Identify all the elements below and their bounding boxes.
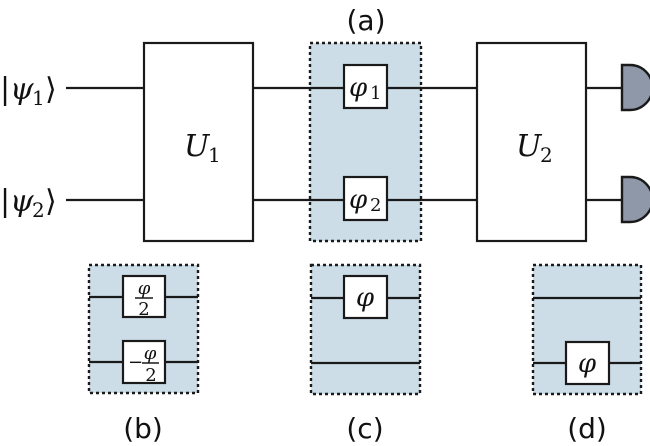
phase-gate-phi1-box [342,63,389,110]
svg-text:φ: φ [349,185,368,215]
panel-d-box [531,263,643,396]
svg-text:−: − [128,352,143,373]
phase-gate-phi2-box [342,175,389,222]
unitary-u1-box [142,41,255,243]
panel-b-gate-bottom: − φ 2 [121,339,167,386]
panel-b: φ 2 − φ 2 (b) [87,263,200,445]
svg-text:|: | [0,72,10,107]
svg-text:2: 2 [370,195,381,216]
unitary-u2-box [475,41,588,243]
panel-d: φ (d) [531,263,643,445]
svg-text:φ: φ [349,73,368,103]
input-state-psi2: | ψ 2 ⟩ [0,184,57,222]
svg-text:φ: φ [138,278,151,299]
svg-text:1: 1 [370,83,381,104]
svg-text:φ: φ [144,343,157,364]
detector-2-icon [620,175,650,224]
svg-text:|: | [0,184,10,219]
svg-text:ψ: ψ [10,72,34,107]
svg-text:ψ: ψ [10,184,34,219]
svg-text:2: 2 [32,198,45,222]
phase-gate-phi2: φ 2 [342,175,389,222]
svg-text:⟩: ⟩ [45,184,57,219]
unitary-u2: U 2 [475,41,588,243]
panel-c-gate-top: φ [342,274,389,320]
svg-text:1: 1 [32,86,45,110]
svg-text:2: 2 [138,299,149,320]
svg-text:U: U [516,129,543,164]
panel-d-label: (d) [567,412,607,445]
panel-b-gate-top: φ 2 [121,274,167,320]
svg-text:2: 2 [540,143,553,167]
svg-text:U: U [184,129,211,164]
panel-d-gate-bottom: φ [564,340,611,386]
unitary-u1: U 1 [142,41,255,243]
panel-b-label: (b) [123,412,163,445]
phase-gate-phi1: φ 1 [342,63,389,110]
panel-a-label: (a) [346,4,385,37]
input-state-psi1: | ψ 1 ⟩ [0,72,57,110]
panel-c-label: (c) [346,412,383,445]
detector-1-icon [620,63,650,112]
svg-text:φ: φ [578,349,597,379]
svg-text:φ: φ [356,283,375,313]
panel-c: φ (c) [309,263,422,445]
svg-text:⟩: ⟩ [45,72,57,107]
svg-text:2: 2 [145,365,156,386]
svg-text:1: 1 [208,143,221,167]
